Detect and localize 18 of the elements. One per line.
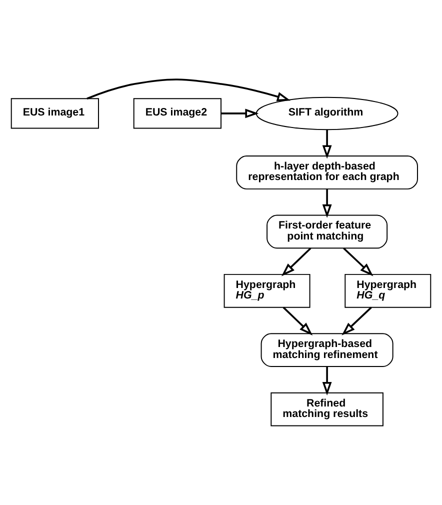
- node-box: Refined matching results: [270, 392, 384, 426]
- node-box: EUS image2: [133, 98, 222, 129]
- arrow: [281, 248, 312, 276]
- arrow: [342, 306, 372, 336]
- arrow: [282, 306, 313, 336]
- arrow: [322, 189, 332, 218]
- node-box: Hypergraph-based matching refinement: [260, 333, 394, 367]
- arrow: [343, 248, 374, 276]
- node-box: h-layer depth-based representation for each graph: [236, 156, 418, 190]
- arrow: [322, 366, 332, 396]
- node-ellipse: SIFT algorithm: [256, 96, 398, 130]
- node-box: Hypergraph HG_p: [224, 274, 310, 308]
- arrow: [322, 130, 332, 159]
- arrow: [86, 78, 291, 102]
- node-box: First-order feature point matching: [266, 214, 388, 249]
- node-box: Hypergraph HG_q: [344, 274, 432, 308]
- node-box: EUS image1: [10, 98, 99, 129]
- arrow: [221, 108, 259, 118]
